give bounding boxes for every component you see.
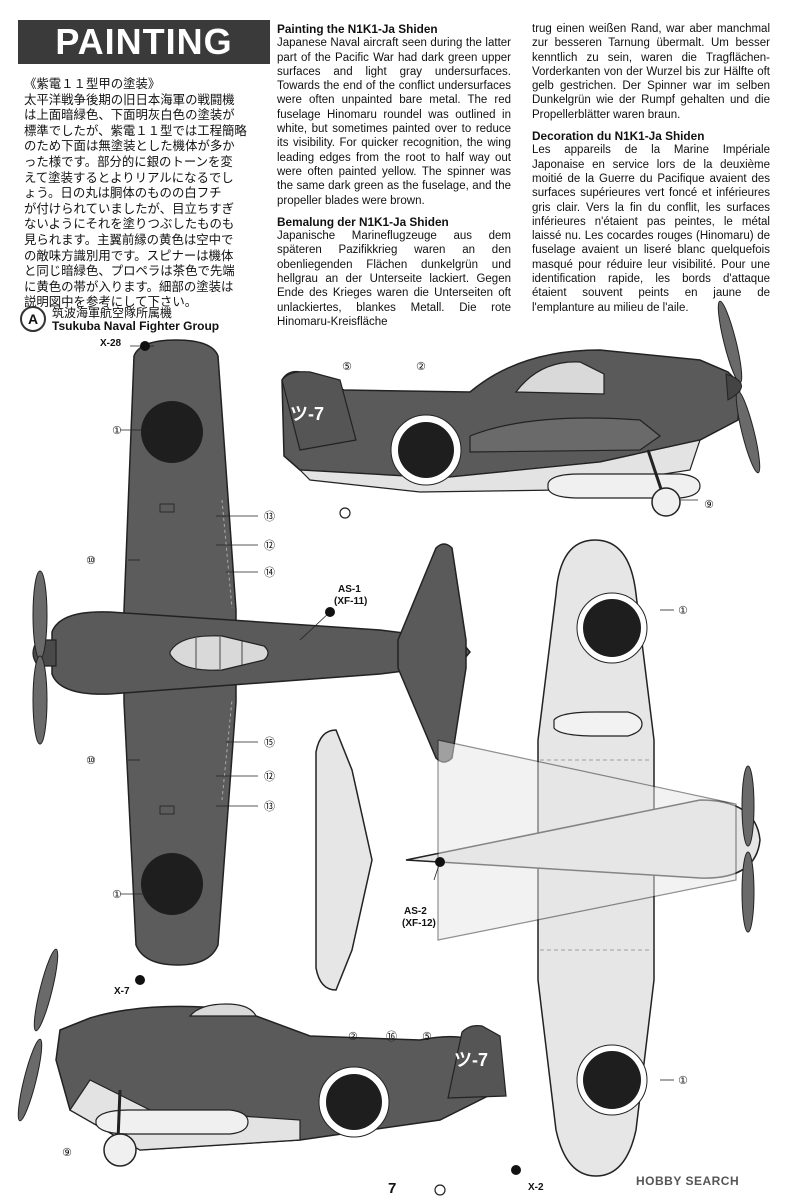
jp-line: 標準でしたが、紫電１１型では工程簡略	[24, 122, 247, 138]
part-num-13: ⑬	[264, 800, 275, 813]
page-title: PAINTING	[18, 20, 270, 64]
unit-name-en: Tsukuba Naval Fighter Group	[52, 319, 220, 333]
page-number: 7	[388, 1180, 397, 1197]
label-xf11: (XF-11)	[334, 596, 367, 607]
jp-line: 説明図中を参考にして下さい。	[24, 294, 198, 310]
hinomaru	[326, 1074, 382, 1130]
part-num-14: ⑭	[264, 566, 275, 579]
side-propeller-blade	[735, 390, 761, 474]
part-num-9: ⑨	[62, 1146, 72, 1159]
jp-line: の敵味方識別用です。スピナーは機体	[24, 247, 234, 263]
german-text: Japanische Marineflugzeuge aus dem späte…	[277, 230, 511, 328]
hinomaru	[398, 422, 454, 478]
top-propeller-blade	[32, 570, 48, 660]
part-num-2: ②	[348, 1030, 358, 1043]
top-canopy	[169, 635, 269, 671]
part-num-9: ⑨	[704, 498, 714, 511]
bottom-propeller-blade	[741, 765, 755, 847]
jp-line: 《紫電１１型甲の塗装》	[24, 76, 161, 91]
bottom-view	[315, 539, 761, 1177]
watermark: HOBBY SEARCH	[636, 1174, 740, 1188]
jp-line: に黄色の帯が入ります。細部の塗装は	[24, 278, 234, 294]
jp-line: 見られます。主翼前縁の黄色は空中で	[24, 231, 234, 247]
hinomaru	[583, 1051, 641, 1109]
part-num-1: ①	[678, 1074, 688, 1087]
german-heading: Bemalung der N1K1-Ja Shiden	[277, 214, 449, 229]
german-text-continued: trug einen weißen Rand, war aber manchma…	[532, 23, 770, 121]
jp-line: ょう。日の丸は胴体のものの白フチ	[24, 185, 222, 201]
part-num-5: ⑤	[342, 360, 352, 373]
side-spinner	[725, 373, 742, 401]
jp-line: が付けられていましたが、目立ちすぎ	[24, 200, 235, 216]
part-num-5: ⑤	[422, 1030, 432, 1043]
bottom-propeller-blade	[741, 851, 755, 933]
english-heading: Painting the N1K1-Ja Shiden	[277, 22, 438, 36]
japanese-intro: 《紫電１１型甲の塗装》 太平洋戦争後期の旧日本海軍の戦闘機 は上面暗緑色、下面明…	[24, 76, 274, 310]
bottom-tailplane	[315, 729, 373, 991]
bottom-drop-tank	[553, 711, 643, 737]
jp-line: った様です。部分的に銀のトーンを変	[24, 153, 233, 169]
side-view-left: ツ-7	[17, 948, 507, 1196]
jp-line: のため下面は無塗装とした機体が多か	[24, 138, 235, 154]
paint-markers	[135, 341, 521, 1175]
jp-line: と同じ暗緑色、プロペラは茶色で先端	[24, 263, 235, 279]
jp-line: ないようにそれを塗りつぶしたものも	[24, 216, 235, 232]
label-x2: X-2	[528, 1182, 544, 1193]
text-column-right: trug einen weißen Rand, war aber manchma…	[532, 22, 770, 315]
side-drop-tank-left	[95, 1109, 249, 1135]
label-xf12: (XF-12)	[402, 918, 436, 929]
side-wing	[469, 417, 662, 453]
jp-line: えて塗装するとよりリアルになるでし	[24, 169, 234, 185]
part-num-13: ⑬	[264, 510, 275, 523]
french-text: Les appareils de la Marine Impériale Jap…	[532, 144, 770, 314]
side-propeller-blade-left	[33, 948, 59, 1032]
hinomaru	[141, 853, 203, 915]
label-as1: AS-1	[338, 584, 361, 595]
tail-code-left: ツ-7	[454, 1050, 488, 1070]
part-num-12: ⑫	[264, 770, 275, 783]
part-num-2: ②	[416, 360, 426, 373]
french-heading: Decoration du N1K1-Ja Shiden	[532, 129, 705, 144]
part-num-1: ①	[678, 604, 688, 617]
top-tailplane	[397, 543, 467, 763]
side-view-right: ツ-7	[281, 300, 761, 519]
part-num-10: ⑩	[86, 754, 96, 767]
text-column-left: Painting the N1K1-Ja Shiden Japanese Nav…	[277, 22, 511, 329]
part-num-15: ⑮	[264, 736, 275, 749]
hinomaru	[141, 401, 203, 463]
label-as2: AS-2	[404, 906, 427, 917]
english-text: Japanese Naval aircraft seen during the …	[277, 37, 511, 207]
top-propeller-blade	[32, 655, 48, 745]
top-view	[32, 339, 471, 966]
jp-line: 太平洋戦争後期の旧日本海軍の戦闘機	[24, 91, 235, 107]
side-canopy-left	[188, 1003, 257, 1017]
label-x28: X-28	[100, 338, 122, 349]
part-num-10: ⑩	[86, 554, 96, 567]
part-num-12: ⑫	[264, 539, 275, 552]
scheme-letter: A	[20, 306, 46, 332]
hinomaru	[583, 599, 641, 657]
part-num-16: ⑯	[386, 1030, 397, 1043]
label-x7: X-7	[114, 986, 130, 997]
part-num-1: ①	[112, 888, 122, 901]
jp-line: は上面暗緑色、下面明灰白色の塗装が	[24, 107, 235, 123]
part-num-1: ①	[112, 424, 122, 437]
side-canopy	[514, 361, 605, 395]
side-propeller-blade-left	[17, 1038, 43, 1122]
tail-code: ツ-7	[290, 404, 324, 424]
unit-name-jp: 筑波海軍航空隊所属機	[52, 306, 173, 320]
